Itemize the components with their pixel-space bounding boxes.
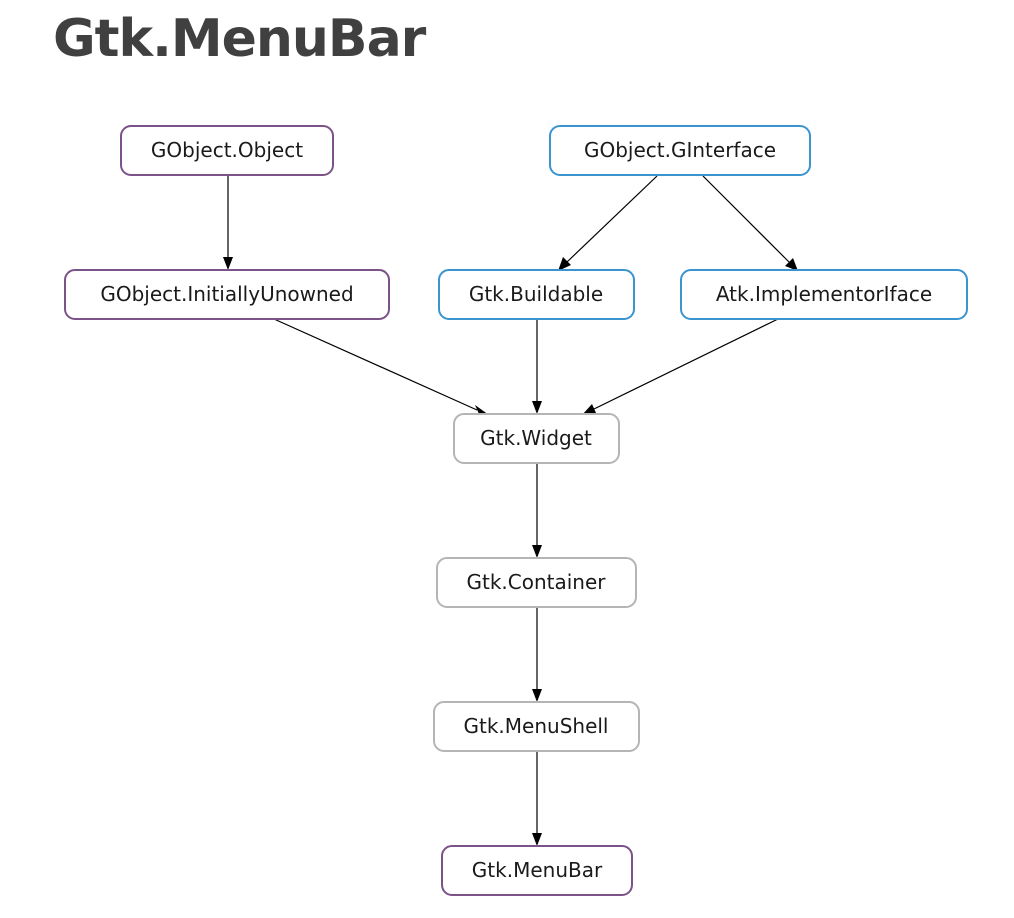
edges: [223, 175, 798, 846]
node-label: Gtk.Container: [466, 570, 606, 594]
node-label: Atk.ImplementorIface: [716, 282, 932, 306]
arrowhead-container: [532, 545, 542, 558]
arrowhead-menubar: [532, 833, 542, 846]
node-label: GObject.Object: [151, 138, 303, 162]
node-atk-implementoriface[interactable]: Atk.ImplementorIface: [680, 269, 968, 320]
arrowhead-widget-right: [582, 404, 596, 415]
node-label: Gtk.Buildable: [469, 282, 603, 306]
node-label: GObject.GInterface: [584, 138, 776, 162]
arrowhead-menushell: [532, 689, 542, 702]
node-label: Gtk.MenuShell: [464, 714, 609, 738]
arrowhead-atkiface: [785, 258, 798, 271]
page-title: Gtk.MenuBar: [53, 9, 426, 69]
node-gtk-menubar[interactable]: Gtk.MenuBar: [441, 845, 633, 896]
arrowhead-widget-center: [532, 401, 542, 414]
arrowhead-initiallyunowned: [223, 257, 233, 270]
edge-initiallyunowned-to-widget: [273, 318, 478, 411]
node-gtk-widget[interactable]: Gtk.Widget: [453, 413, 620, 464]
node-label: GObject.InitiallyUnowned: [100, 282, 353, 306]
node-gtk-container[interactable]: Gtk.Container: [436, 557, 637, 608]
edge-atkiface-to-widget: [593, 318, 779, 410]
arrowhead-widget-left: [475, 405, 489, 415]
edge-ginterface-to-atkiface: [702, 175, 790, 263]
arrowhead-buildable: [558, 257, 571, 271]
node-gobject-ginterface[interactable]: GObject.GInterface: [549, 125, 811, 176]
node-gobject-object[interactable]: GObject.Object: [120, 125, 334, 176]
node-label: Gtk.MenuBar: [472, 858, 603, 882]
node-gtk-buildable[interactable]: Gtk.Buildable: [438, 269, 635, 320]
edge-ginterface-to-buildable: [566, 175, 658, 263]
node-gobject-initiallyunowned[interactable]: GObject.InitiallyUnowned: [64, 269, 390, 320]
node-label: Gtk.Widget: [480, 426, 592, 450]
node-gtk-menushell[interactable]: Gtk.MenuShell: [433, 701, 640, 752]
